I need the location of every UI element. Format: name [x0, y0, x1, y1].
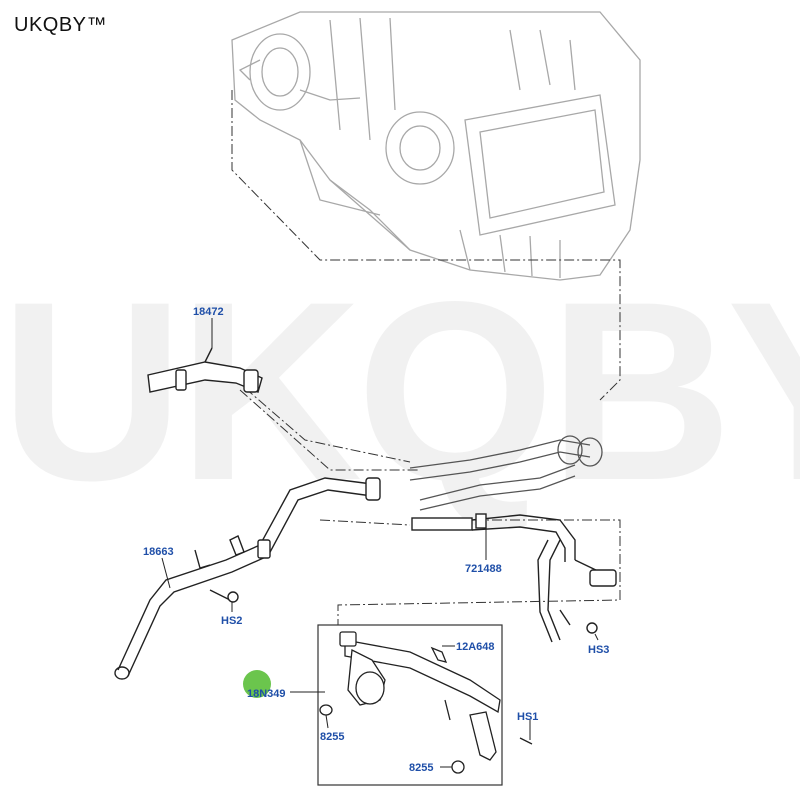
heater-pipes-upper [409, 435, 603, 511]
callout-8255-left: 8255 [320, 731, 344, 743]
callout-18472: 18472 [193, 306, 224, 318]
hose-721488 [411, 513, 617, 643]
callout-HS3: HS3 [588, 644, 609, 656]
callout-12A648: 12A648 [456, 641, 495, 653]
hvac-unit [231, 11, 641, 281]
callout-HS2: HS2 [221, 615, 242, 627]
brand-logo-text: UKQBY™ [14, 14, 108, 36]
callout-18663: 18663 [143, 546, 174, 558]
highlight-marker [243, 670, 271, 698]
callout-HS1: HS1 [517, 711, 538, 723]
hose-18663 [114, 477, 381, 680]
hose-18472 [147, 347, 263, 393]
watermark: UKQBY™ [0, 249, 800, 534]
callout-8255-bottom: 8255 [409, 762, 433, 774]
callout-18N349: 18N349 [247, 688, 286, 700]
callout-721488: 721488 [465, 563, 502, 575]
callouts: 18472 18663 721488 12A648 18N349 HS1 HS2… [143, 306, 609, 774]
leader-lines [161, 318, 599, 768]
guide-lines [231, 90, 621, 625]
coolant-pipe-inset [317, 624, 533, 786]
